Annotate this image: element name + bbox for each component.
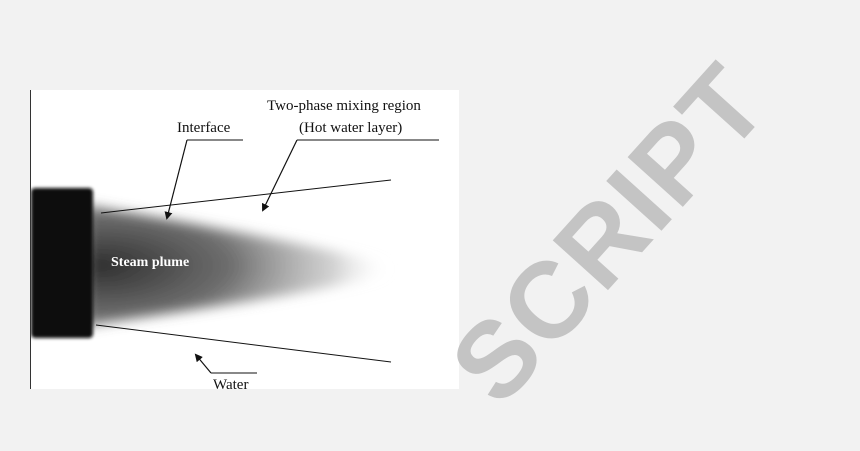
watermark-text: SCRIPT	[427, 41, 790, 425]
water-label: Water	[213, 377, 248, 389]
steam-plume	[86, 205, 392, 326]
nozzle	[31, 188, 93, 338]
lower-interface-line	[95, 324, 392, 363]
figure-canvas: Interface Two-phase mixing region (Hot w…	[31, 98, 439, 389]
steam-plume-figure: Interface Two-phase mixing region (Hot w…	[30, 90, 459, 389]
steam-plume-label: Steam plume	[111, 255, 189, 270]
mixing-region-pointer	[262, 139, 439, 212]
mixing-region-label-line2: (Hot water layer)	[299, 120, 402, 136]
interface-label: Interface	[177, 120, 231, 136]
interface-pointer	[164, 139, 243, 220]
water-pointer	[194, 353, 257, 374]
mixing-region-label-line1: Two-phase mixing region	[267, 98, 421, 114]
upper-interface-line	[100, 179, 392, 214]
